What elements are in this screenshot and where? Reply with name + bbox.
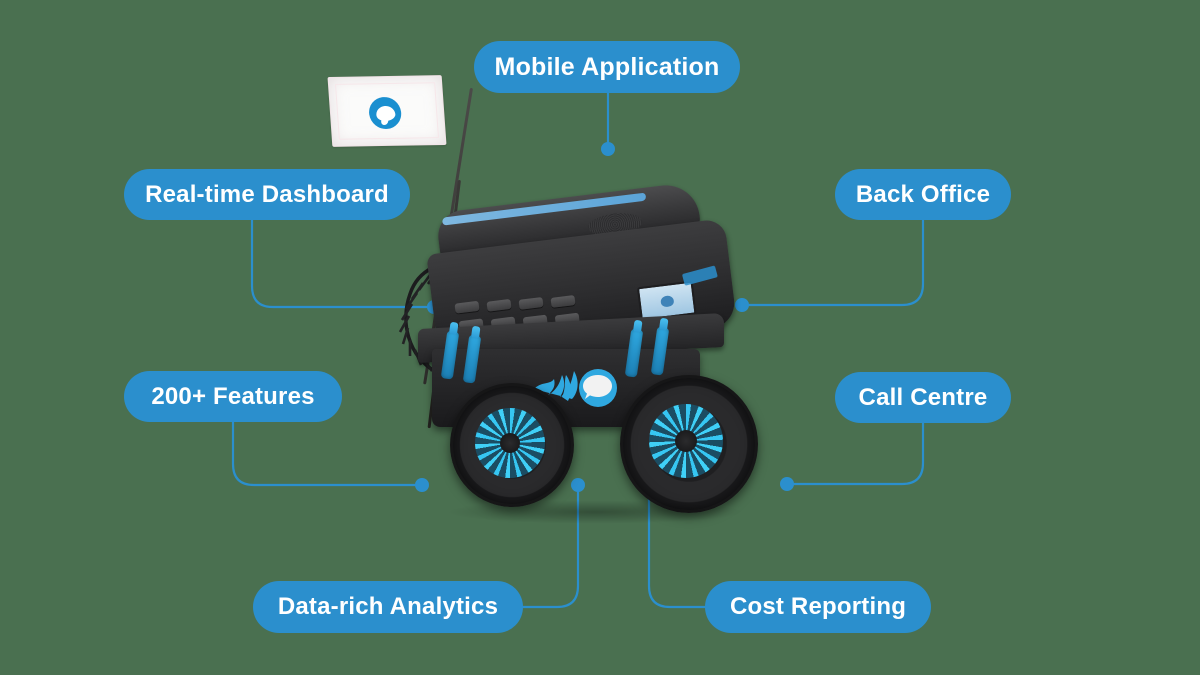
rc-car-with-desk-phone-illustration — [327, 60, 790, 540]
flaming-speech-bubble-icon — [534, 369, 617, 407]
label-text: Data-rich Analytics — [277, 593, 499, 620]
label-200-features[interactable]: 200+ Features — [124, 371, 342, 422]
label-text: Back Office — [855, 180, 991, 208]
label-cost-reporting[interactable]: Cost Reporting — [705, 581, 931, 633]
label-call-centre[interactable]: Call Centre — [835, 372, 1011, 423]
label-text: Cost Reporting — [729, 593, 907, 620]
label-text: 200+ Features — [151, 382, 315, 410]
label-data-rich-analytics[interactable]: Data-rich Analytics — [253, 581, 523, 633]
label-real-time-dashboard[interactable]: Real-time Dashboard — [124, 169, 410, 220]
ground-shadow — [445, 500, 745, 524]
rc-car — [390, 312, 770, 545]
label-mobile-application[interactable]: Mobile Application — [474, 41, 740, 93]
phone-brand-mark — [681, 265, 718, 286]
wheel-hub — [500, 433, 520, 453]
label-back-office[interactable]: Back Office — [835, 169, 1011, 220]
label-text: Real-time Dashboard — [145, 180, 389, 208]
speech-bubble-icon — [367, 95, 404, 131]
connector-call-centre — [790, 421, 925, 486]
label-text: Mobile Application — [494, 52, 720, 81]
rear-wheel — [620, 375, 758, 513]
front-wheel — [450, 383, 574, 507]
wheel-hub — [675, 430, 697, 452]
flag-cloth — [327, 75, 447, 147]
label-text: Call Centre — [858, 383, 988, 411]
